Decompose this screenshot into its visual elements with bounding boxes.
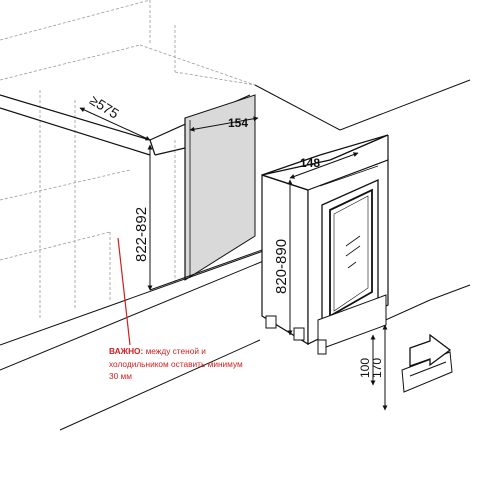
dim-unit-width: 148 [300, 156, 320, 170]
dim-unit-height: 820-890 [273, 239, 290, 294]
note-text: между стеной и холодильником оставить ми… [109, 346, 243, 381]
room-lines [0, 79, 471, 431]
dim-side-gap: 154 [228, 116, 248, 130]
note-leader-line [117, 237, 131, 346]
dim-plinth-a: 100 [358, 358, 372, 378]
note-highlight: ВАЖНО: [109, 346, 144, 356]
dimension-lines [79, 107, 388, 411]
dim-plinth-b: 170 [370, 358, 384, 378]
dim-niche-depth: ≥575 [87, 92, 122, 122]
installation-note: ВАЖНО: между стеной и холодильником оста… [109, 345, 249, 383]
dim-niche-height: 822-892 [133, 207, 150, 262]
side-panel [184, 94, 256, 281]
arrow-right-icon [409, 333, 452, 367]
